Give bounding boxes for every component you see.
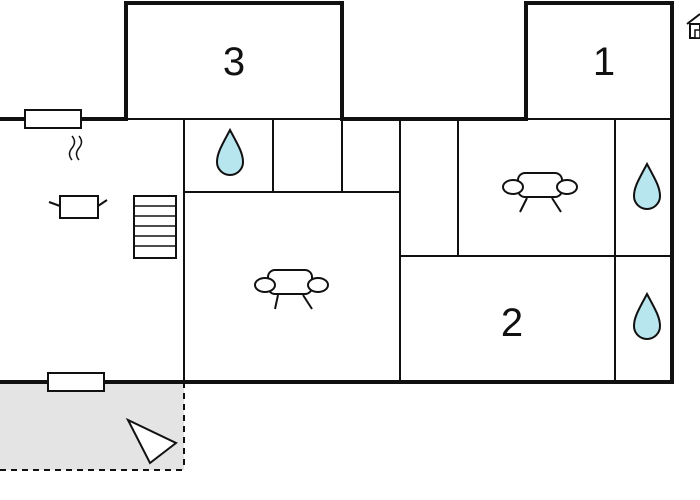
sofa-icon [502, 172, 578, 213]
staircase-icon [133, 195, 177, 259]
room-number-1: 1 [593, 40, 615, 84]
outer-walls [0, 1, 674, 384]
kitchen-pot-icon [48, 135, 108, 219]
window-icon [24, 109, 82, 129]
sofa-icon [254, 269, 329, 310]
interior-walls [183, 119, 672, 382]
north-arrow-icon [125, 417, 178, 465]
water-drop-icon [215, 127, 245, 176]
house-icon [686, 13, 700, 39]
window-icon [47, 372, 105, 392]
water-drop-icon [632, 161, 662, 210]
water-drop-icon [632, 291, 662, 340]
room-3: 3 [126, 40, 342, 120]
room-1: 1 [526, 40, 672, 120]
room-number-3: 3 [223, 40, 245, 84]
room-number-2: 2 [501, 301, 523, 345]
